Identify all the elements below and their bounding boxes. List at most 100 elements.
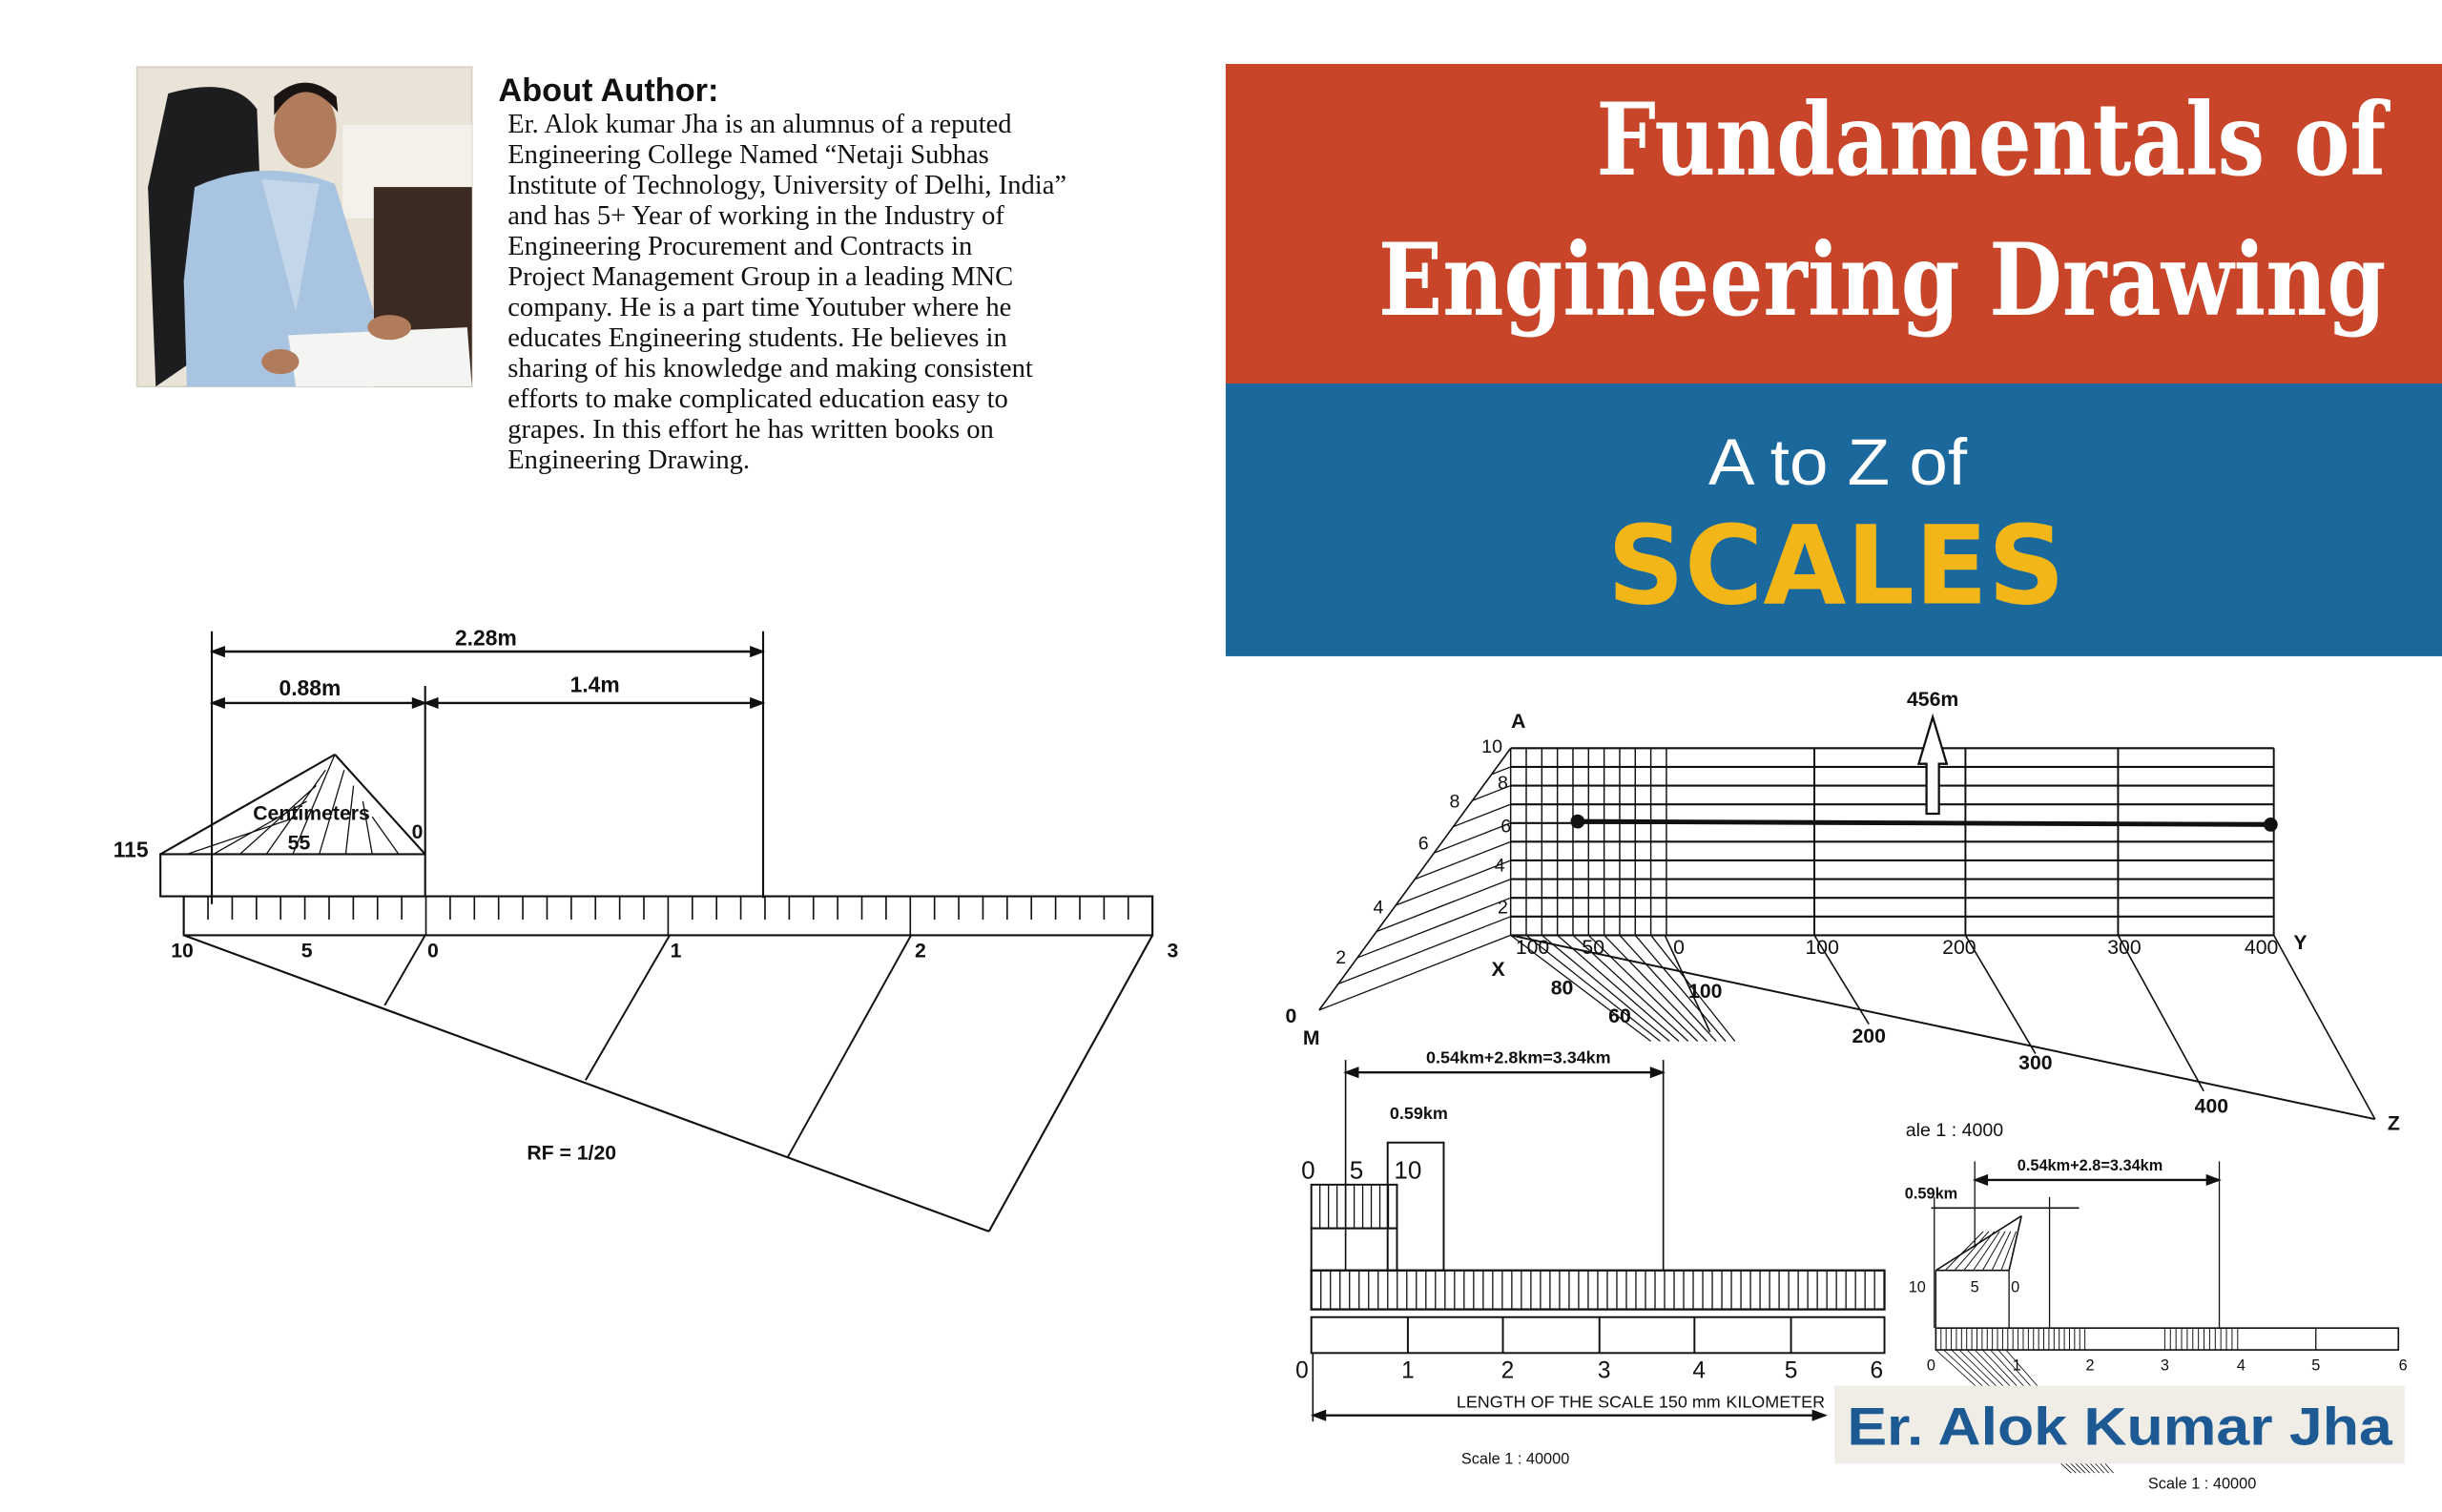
hatch-line bbox=[292, 754, 336, 855]
drawing-label: 2 bbox=[1335, 947, 1346, 968]
about-line: grapes. In this effort he has written bo… bbox=[507, 415, 994, 445]
hatch-line bbox=[319, 770, 345, 855]
projection-line bbox=[1619, 934, 1717, 1042]
projection-line bbox=[1510, 934, 1652, 1043]
drawing-label: Y bbox=[2293, 932, 2307, 954]
arrow-head-icon bbox=[1972, 1173, 2222, 1187]
arrow-head-icon bbox=[209, 645, 766, 658]
diagonal-line bbox=[183, 934, 990, 1232]
author-photo bbox=[135, 66, 473, 388]
scale-tick-label: 2 bbox=[915, 940, 926, 962]
xz-line bbox=[1510, 934, 2375, 1121]
projection-line bbox=[1813, 934, 1870, 1025]
transfer-line bbox=[1356, 897, 1511, 959]
about-line: educates Engineering students. He believ… bbox=[507, 323, 1007, 353]
division-line bbox=[585, 934, 671, 1081]
about-line: Institute of Technology, University of D… bbox=[507, 171, 1066, 200]
about-line: Engineering College Named “Netaji Subhas bbox=[507, 140, 989, 170]
drawing-label: 50 bbox=[1582, 937, 1604, 959]
scale-tick-label: 5 bbox=[1785, 1357, 1798, 1383]
hatch-line bbox=[1991, 1231, 2012, 1271]
drawing-label: 0 bbox=[2011, 1279, 2019, 1296]
scale-tick-label: 10 bbox=[171, 940, 194, 962]
drawing-label: 4 bbox=[1373, 898, 1383, 919]
drawing-label: Centimeters bbox=[253, 802, 370, 824]
drawing-label: Z bbox=[2388, 1113, 2400, 1135]
transfer-line bbox=[1376, 878, 1511, 933]
drawing-label: 4 bbox=[1495, 855, 1505, 876]
drawing-label: 456m bbox=[1907, 689, 1958, 711]
drawing-label: 2.28m bbox=[455, 625, 517, 650]
subtitle-banner bbox=[1225, 383, 2442, 656]
drawing-label: Scale 1 : 40000 bbox=[2148, 1475, 2256, 1492]
about-line: efforts to make complicated education ea… bbox=[507, 384, 1008, 414]
drawing-label: 200 bbox=[1852, 1025, 1885, 1047]
transfer-line bbox=[1472, 784, 1511, 801]
author-name-box bbox=[1834, 1385, 2405, 1464]
transfer-line bbox=[1395, 860, 1511, 906]
vernier-edge bbox=[334, 754, 426, 856]
hatch-line bbox=[362, 800, 373, 855]
closing-line bbox=[987, 934, 1154, 1232]
transfer-line bbox=[1453, 803, 1511, 828]
drawing-label: 6 bbox=[1418, 834, 1429, 855]
drawing-label: KILOMETER bbox=[1726, 1393, 1825, 1412]
scale-tick-label: 6 bbox=[2399, 1357, 2408, 1374]
drawing-label: 10 bbox=[1394, 1155, 1421, 1184]
scale-tick-label: 5 bbox=[2311, 1357, 2320, 1374]
projection-line bbox=[1650, 935, 1736, 1042]
drawing-label: 300 bbox=[2107, 937, 2141, 959]
title-line-2: Engineering Drawing bbox=[1378, 221, 2386, 339]
scale-tick-label: 6 bbox=[1871, 1357, 1884, 1383]
hatch-line bbox=[371, 816, 400, 855]
drawing-label: 200 bbox=[1942, 937, 1976, 959]
vernier-edge bbox=[2008, 1215, 2022, 1271]
transfer-line bbox=[1415, 840, 1511, 880]
endpoint-dot bbox=[2264, 818, 2278, 832]
scale-tick-label: 4 bbox=[1692, 1357, 1706, 1383]
hatch-line bbox=[1944, 1231, 1984, 1272]
projection-line bbox=[1541, 934, 1670, 1043]
title-line-1: Fundamentals of bbox=[1596, 81, 2390, 198]
drawing-label: 100 bbox=[1516, 937, 1549, 959]
drawing-label: Scale 1 : 40000 bbox=[1461, 1450, 1569, 1467]
hatch-line bbox=[186, 816, 299, 856]
division-line bbox=[787, 934, 912, 1157]
hatch-line bbox=[344, 785, 355, 855]
transfer-line bbox=[1318, 934, 1511, 1011]
scale-tick-label: 2 bbox=[1501, 1357, 1515, 1383]
drawing-label: 5 bbox=[1350, 1155, 1364, 1184]
transfer-line bbox=[1337, 916, 1511, 985]
drawing-label: 0.54km+2.8km=3.34km bbox=[1426, 1047, 1611, 1067]
drawing-label: 400 bbox=[2195, 1096, 2228, 1118]
drawing-label: M bbox=[1303, 1027, 1320, 1049]
scale-tick-label: 0 bbox=[1927, 1357, 1935, 1374]
drawing-label: 60 bbox=[1608, 1005, 1631, 1027]
drawing-label: ale 1 : 4000 bbox=[1906, 1120, 2003, 1141]
arrow-up-icon bbox=[1916, 713, 1949, 816]
drawing-label: 5 bbox=[1971, 1279, 1979, 1296]
scale-tick-label: 5 bbox=[301, 940, 313, 962]
scale-tick-label: 4 bbox=[2237, 1357, 2245, 1374]
drawing-label: X bbox=[1492, 959, 1505, 981]
hatch-line bbox=[2000, 1231, 2017, 1271]
division-line bbox=[383, 934, 426, 1006]
drawing-label: 0 bbox=[1673, 937, 1685, 959]
scale-tick-label: 0 bbox=[1295, 1357, 1309, 1383]
projection-line bbox=[1557, 934, 1680, 1043]
scale-tick-label: 3 bbox=[1598, 1357, 1611, 1383]
drawing-label: 10 bbox=[1909, 1279, 1926, 1296]
projection-line bbox=[2117, 935, 2204, 1092]
projection-line bbox=[1604, 934, 1707, 1042]
hatch-line bbox=[1981, 1231, 2006, 1271]
title-banner bbox=[1225, 63, 2442, 385]
arrow-head-icon bbox=[1311, 1409, 1828, 1421]
drawing-label: 0.88m bbox=[279, 675, 341, 700]
drawing-label: 0 bbox=[1286, 1005, 1297, 1027]
about-line: and has 5+ Year of working in the Indust… bbox=[507, 201, 1004, 231]
drawing-label: 0.59km bbox=[1905, 1186, 1957, 1203]
drawing-label: 2 bbox=[1498, 898, 1508, 919]
drawing-label: 400 bbox=[2245, 937, 2278, 959]
drawing-label: 300 bbox=[2018, 1052, 2052, 1074]
